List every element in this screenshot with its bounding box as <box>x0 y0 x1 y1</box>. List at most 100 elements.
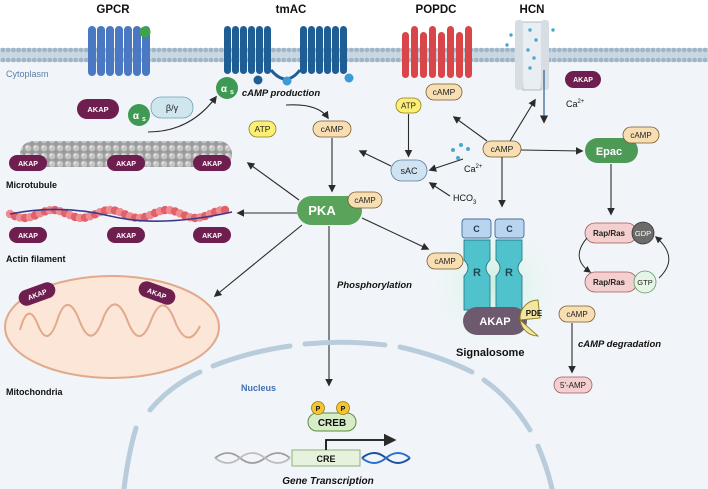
gpcr-receptor <box>88 26 151 76</box>
mito-akap-1: AKAP <box>18 282 56 306</box>
actin-label: Actin filament <box>6 254 66 264</box>
sac-enzyme: sAC <box>390 159 428 182</box>
signalosome-label: Signalosome <box>456 347 524 359</box>
svg-text:GDP: GDP <box>635 229 651 238</box>
transcription-start-arrow <box>325 433 397 450</box>
hcn-akap: AKAP <box>565 71 601 88</box>
nucleus-envelope <box>121 339 555 489</box>
popdc-receptor <box>402 26 472 112</box>
calcium-dots <box>451 143 470 160</box>
dna-strand <box>214 452 411 464</box>
catalytic-subunits: C C <box>461 218 525 239</box>
camp-main: cAMP <box>312 120 352 138</box>
svg-text:AKAP: AKAP <box>479 316 510 328</box>
degradation-camp: cAMP <box>558 305 596 323</box>
svg-text:cAMP: cAMP <box>630 131 651 140</box>
pka-camp: cAMP <box>347 191 383 209</box>
actin-akap-3: AKAP <box>193 227 231 243</box>
svg-text:Rap/Ras: Rap/Ras <box>593 278 626 287</box>
microtubule-akap-3: AKAP <box>193 155 231 171</box>
gtp-to-gdp-arrow <box>654 236 670 279</box>
gene-transcription-label: Gene Transcription <box>282 476 374 487</box>
svg-text:cAMP: cAMP <box>491 144 514 154</box>
svg-text:cAMP: cAMP <box>354 196 375 205</box>
svg-text:C: C <box>473 224 480 234</box>
svg-text:AKAP: AKAP <box>573 77 593 84</box>
pka-arrows <box>213 162 430 387</box>
svg-text:P: P <box>316 406 321 413</box>
creb-factor: CREB P P <box>307 401 357 432</box>
pde-enzyme: PDE <box>518 299 543 337</box>
svg-text:β/γ: β/γ <box>166 103 179 113</box>
svg-text:5'-AMP: 5'-AMP <box>560 381 586 390</box>
atp-main: ATP <box>248 120 277 138</box>
hub-arrows <box>358 98 584 208</box>
signalosome-camp: cAMP <box>426 252 464 270</box>
svg-text:AKAP: AKAP <box>116 233 136 240</box>
signalosome-akap: AKAP <box>463 307 527 335</box>
microtubule: AKAP AKAP AKAP <box>9 141 232 171</box>
svg-text:AKAP: AKAP <box>87 105 108 114</box>
phosphorylation-label: Phosphorylation <box>337 280 412 291</box>
svg-text:R: R <box>505 267 513 279</box>
svg-text:s: s <box>230 89 234 96</box>
rap-ras-gdp: Rap/Ras GDP <box>584 221 655 245</box>
atp-popdc: ATP <box>395 97 422 114</box>
epac-protein: Epac <box>585 138 638 163</box>
svg-text:AKAP: AKAP <box>202 233 222 240</box>
epac-camp: cAMP <box>622 126 660 144</box>
svg-text:C: C <box>506 224 513 234</box>
svg-text:cAMP: cAMP <box>433 87 456 97</box>
microtubule-label: Microtubule <box>6 180 57 190</box>
svg-text:AKAP: AKAP <box>202 161 222 168</box>
microtubule-akap-2: AKAP <box>107 155 145 171</box>
g-beta-gamma: β/γ <box>150 96 194 119</box>
svg-text:AKAP: AKAP <box>18 233 38 240</box>
pka-enzyme: PKA <box>297 196 362 225</box>
gpcr-akap: AKAP <box>77 99 119 119</box>
tmac-alpha-s: α s <box>216 77 238 99</box>
camp-production-label: cAMP production <box>242 88 320 99</box>
mitochondria-label: Mitochondria <box>6 387 63 397</box>
g-alpha-s: α s <box>128 104 150 126</box>
svg-text:AKAP: AKAP <box>116 161 136 168</box>
production-arrow <box>285 104 329 120</box>
hub-camp: cAMP <box>482 140 522 158</box>
bicarbonate: HCO3 <box>453 193 477 206</box>
svg-text:PDE: PDE <box>526 309 543 318</box>
actin-filament: AKAP AKAP AKAP <box>5 205 233 243</box>
svg-text:α: α <box>221 84 228 95</box>
popdc-label: POPDC <box>416 4 457 16</box>
svg-text:R: R <box>473 267 481 279</box>
gdp-to-gtp-arrow <box>578 237 592 273</box>
svg-text:GTP: GTP <box>637 278 652 287</box>
hcn-channel <box>505 20 555 124</box>
mitochondria: AKAP AKAP <box>4 275 220 379</box>
popdc-camp: cAMP <box>425 83 463 101</box>
hcn-label: HCN <box>520 4 545 16</box>
tmac-enzyme <box>224 26 354 86</box>
camp-degradation-label: cAMP degradation <box>578 339 661 350</box>
svg-text:sAC: sAC <box>400 166 418 176</box>
svg-text:Epac: Epac <box>596 146 622 158</box>
svg-text:Rap/Ras: Rap/Ras <box>593 229 626 238</box>
svg-text:AKAP: AKAP <box>18 161 38 168</box>
svg-text:ATP: ATP <box>401 102 416 111</box>
svg-text:PKA: PKA <box>308 203 336 218</box>
gpcr-label: GPCR <box>96 4 130 16</box>
hcn-calcium: Ca2+ <box>566 99 585 109</box>
mito-akap-2: AKAP <box>138 281 176 305</box>
svg-text:cAMP: cAMP <box>434 257 455 266</box>
cre-element: CRE <box>291 449 361 467</box>
ligand <box>139 26 151 38</box>
microtubule-akap-1: AKAP <box>9 155 47 171</box>
svg-text:s: s <box>142 116 146 123</box>
galpha-to-tmac-arrow <box>147 95 217 133</box>
actin-akap-2: AKAP <box>107 227 145 243</box>
svg-text:ATP: ATP <box>255 124 271 134</box>
svg-text:cAMP: cAMP <box>566 310 587 319</box>
svg-text:CREB: CREB <box>318 418 346 429</box>
svg-text:α: α <box>133 111 140 122</box>
